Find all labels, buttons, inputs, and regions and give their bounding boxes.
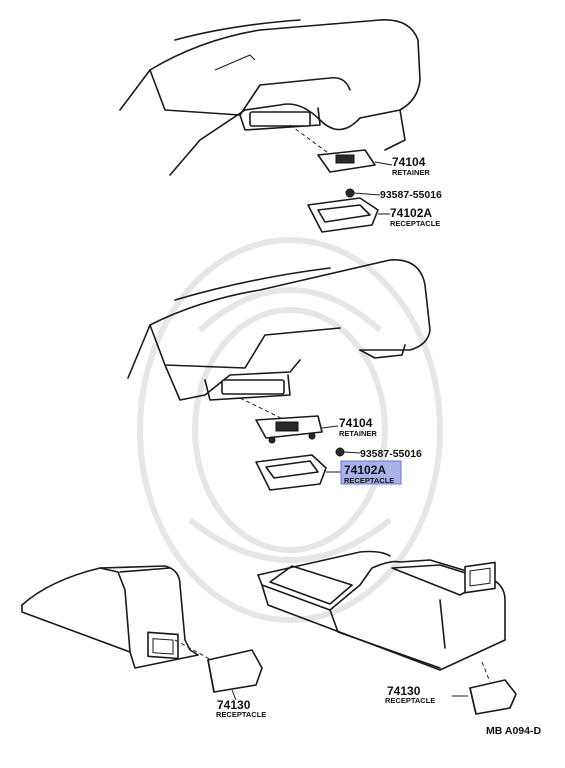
callout-74104-top-number: 74104 xyxy=(392,155,426,169)
leader-line xyxy=(289,124,336,159)
screw-93587-55016-top xyxy=(345,188,381,198)
callout-receptacle-top: 74102A RECEPTACLE xyxy=(390,206,440,228)
callout-74130-left-name: RECEPTACLE xyxy=(216,710,266,719)
callout-74130-right-name: RECEPTACLE xyxy=(385,696,435,705)
callout-74104-middle-number: 74104 xyxy=(339,416,373,430)
callout-receptacle-74130-right: 74130 RECEPTACLE xyxy=(385,684,435,705)
console-left-view xyxy=(21,565,199,669)
highlight-box xyxy=(340,460,402,485)
leader-line xyxy=(174,639,216,663)
screw-93587-55016-middle xyxy=(335,447,361,457)
receptacle-74102A-middle xyxy=(255,454,342,491)
callout-retainer-top: 74104 RETAINER xyxy=(392,155,430,177)
callout-93587-top-number: 93587-55016 xyxy=(380,189,442,201)
callout-screw-middle: 93587-55016 xyxy=(360,448,422,460)
dashboard-upper-view xyxy=(119,19,421,176)
leader-line xyxy=(481,661,491,683)
receptacle-74102A-top xyxy=(307,197,390,233)
callout-74130-right-number: 74130 xyxy=(387,684,421,698)
leader-line xyxy=(239,397,286,421)
callout-74102A-top-name: RECEPTACLE xyxy=(390,219,440,228)
callout-74130-left-number: 74130 xyxy=(217,698,251,712)
callout-74104-middle-name: RETAINER xyxy=(339,429,377,438)
dashboard-lower-view xyxy=(127,259,431,401)
retainer-74104-top xyxy=(317,149,376,173)
console-right-view xyxy=(257,550,506,671)
diagram-code: MB A094-D xyxy=(486,725,541,737)
callout-screw-top: 93587-55016 xyxy=(380,189,442,201)
callout-retainer-middle: 74104 RETAINER xyxy=(339,416,377,438)
callout-74102A-middle-name: RECEPTACLE xyxy=(344,476,394,485)
receptacle-74130-right xyxy=(452,679,517,715)
callout-74104-top-name: RETAINER xyxy=(392,168,430,177)
callout-receptacle-74130-left: 74130 RECEPTACLE xyxy=(216,698,266,719)
callout-74102A-top-number: 74102A xyxy=(390,206,432,220)
retainer-74104-middle xyxy=(255,415,323,444)
watermark-emblem xyxy=(137,237,443,623)
callout-74102A-middle-number: 74102A xyxy=(344,463,386,477)
callout-93587-middle-number: 93587-55016 xyxy=(360,448,422,460)
receptacle-74130-left xyxy=(207,649,263,701)
callout-receptacle-middle-highlighted: 74102A RECEPTACLE xyxy=(340,460,402,485)
